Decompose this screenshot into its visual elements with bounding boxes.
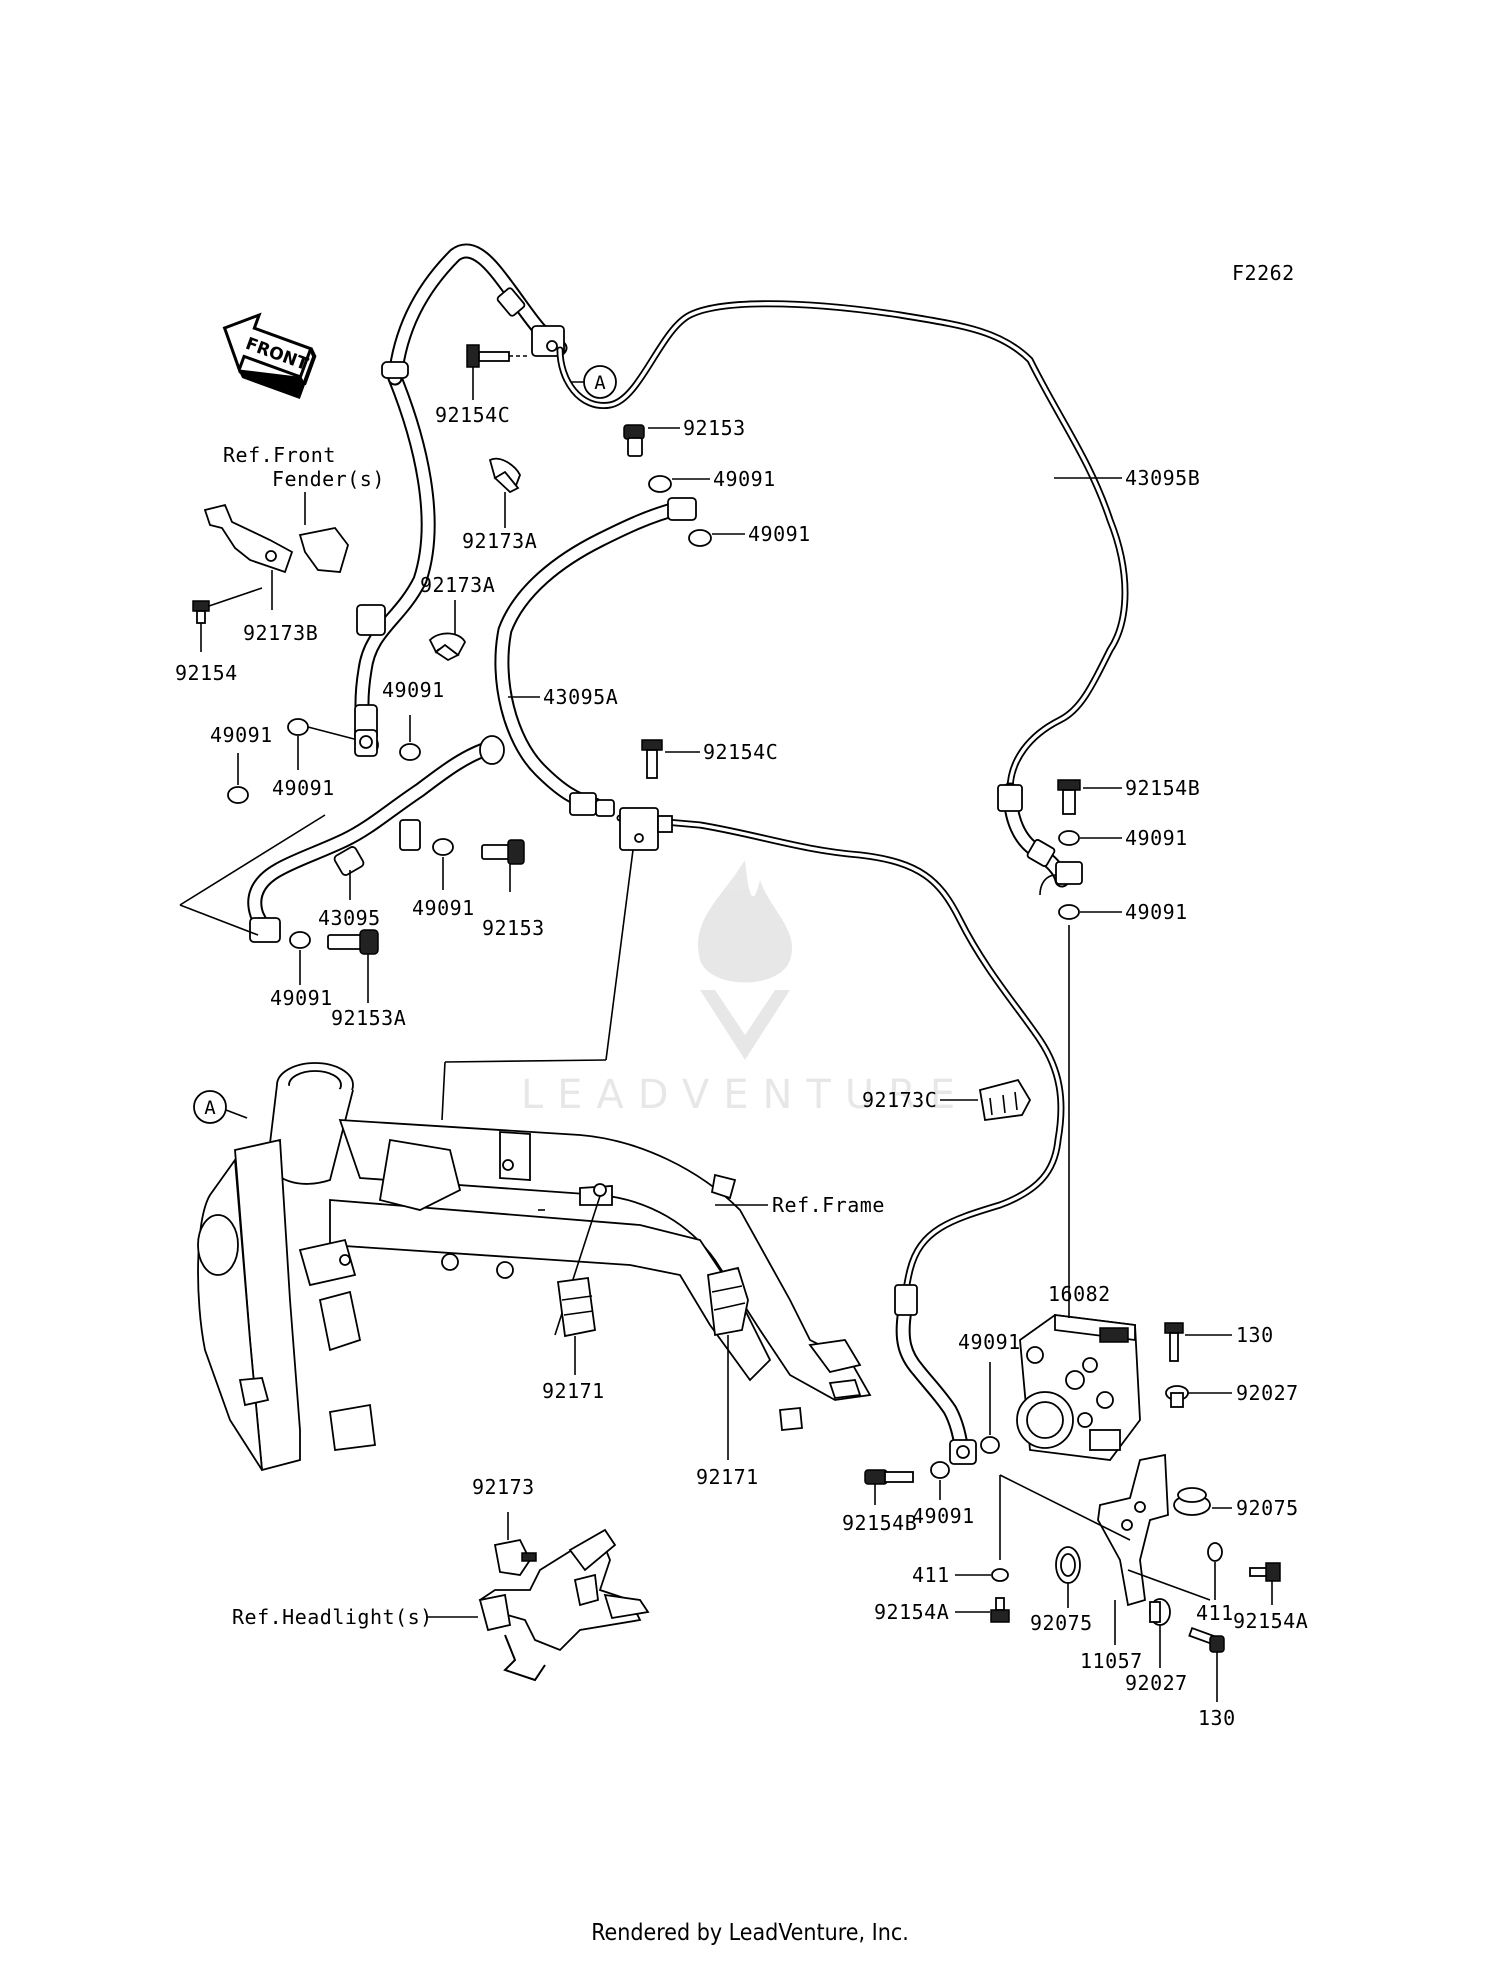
banjo-92153A (289, 929, 379, 1003)
frame-assembly (197, 1062, 872, 1472)
label-92173: 92173 (472, 1475, 535, 1499)
label-49091-b: 49091 (748, 522, 811, 546)
label-43095: 43095 (318, 906, 381, 930)
label-49091-c: 49091 (210, 723, 273, 747)
label-92154C-top: 92154C (435, 403, 510, 427)
bolt-92154B-top (1057, 779, 1122, 815)
label-49091-g: 49091 (1125, 900, 1188, 924)
headlight-bracket (478, 1512, 650, 1682)
label-43095B: 43095B (1125, 466, 1200, 490)
brake-hose-43095 (247, 735, 505, 943)
label-49091-j: 49091 (958, 1330, 1021, 1354)
washer-49091-a (648, 475, 710, 493)
brake-hose-43095A (494, 497, 697, 817)
ref-front-fender-line2: Fender(s) (272, 467, 385, 491)
ref-frame: Ref.Frame (772, 1193, 885, 1217)
washer-49091-b (688, 529, 745, 547)
label-92027-bottom: 92027 (1125, 1671, 1188, 1695)
label-411-left: 411 (912, 1563, 950, 1587)
washers-49091-left (227, 715, 421, 804)
label-92027-top: 92027 (1236, 1381, 1299, 1405)
label-92153-top: 92153 (683, 416, 746, 440)
label-92075-left: 92075 (1030, 1611, 1093, 1635)
label-92154A-right: 92154A (1233, 1609, 1308, 1633)
reference-marker-a-top-label: A (594, 372, 606, 394)
bolt-92154A-left (955, 1597, 1010, 1623)
hose-to-abs-upper (997, 782, 1083, 896)
label-92173A-1: 92173A (462, 529, 537, 553)
reference-marker-a-frame-label: A (204, 1097, 216, 1119)
label-49091-h: 49091 (412, 896, 475, 920)
ref-headlight: Ref.Headlight(s) (232, 1605, 433, 1629)
bolt-92154C-top (466, 344, 530, 400)
diagram-code: F2262 (1232, 261, 1295, 285)
label-49091-f: 49091 (1125, 826, 1188, 850)
washer-411-right (1207, 1542, 1223, 1600)
rubber-damper-92171-b (707, 1266, 749, 1460)
label-16082: 16082 (1048, 1282, 1111, 1306)
washers-49091-right (1058, 830, 1122, 1308)
abs-hydraulic-unit-16082 (1016, 1308, 1141, 1461)
label-411-right: 411 (1196, 1601, 1234, 1625)
washer-411-left (955, 1568, 1009, 1582)
label-92154: 92154 (175, 661, 238, 685)
bolt-130-top (1164, 1322, 1232, 1362)
label-92075-right: 92075 (1236, 1496, 1299, 1520)
banjo-bolt-92153-top (623, 424, 680, 457)
bolt-130-bottom (1188, 1626, 1225, 1702)
brake-pipe-43095B (556, 300, 1129, 794)
grommet-92075-right (1173, 1487, 1232, 1516)
label-92171-b: 92171 (696, 1465, 759, 1489)
label-130-top: 130 (1236, 1323, 1274, 1347)
grommet-92075-left (1055, 1546, 1081, 1608)
collar-92027-top (1165, 1385, 1232, 1408)
ref-front-fender-line1: Ref.Front (223, 443, 336, 467)
label-92173C: 92173C (862, 1088, 937, 1112)
label-49091-k: 49091 (912, 1504, 975, 1528)
banjo-92153-mid (432, 838, 525, 892)
fender-bracket-92173B (203, 492, 349, 610)
bolt-92154A-right (1249, 1562, 1281, 1605)
label-43095A: 43095A (543, 685, 618, 709)
label-49091-a: 49091 (713, 467, 776, 491)
label-92173A-2: 92173A (420, 573, 495, 597)
abs-bracket-11057 (999, 1453, 1211, 1645)
label-49091-i: 49091 (270, 986, 333, 1010)
watermark: LEADVENTURE (521, 860, 969, 1118)
label-11057: 11057 (1080, 1649, 1143, 1673)
label-92154B-bottom: 92154B (842, 1511, 917, 1535)
bolt-92154C-mid (641, 739, 700, 779)
label-92154A-left: 92154A (874, 1600, 949, 1624)
reference-marker-a-frame: A (193, 1090, 248, 1124)
bolt-92154B-bottom (864, 1469, 914, 1505)
label-92154C-mid: 92154C (703, 740, 778, 764)
footer-credit: Rendered by LeadVenture, Inc. (591, 1920, 909, 1946)
label-92173B: 92173B (243, 621, 318, 645)
washers-49091-lower (930, 1362, 1000, 1500)
guide-line-1 (179, 814, 326, 906)
label-130-bottom: 130 (1198, 1706, 1236, 1730)
label-92153A: 92153A (331, 1006, 406, 1030)
guide-line-2 (179, 904, 259, 936)
label-92171-a: 92171 (542, 1379, 605, 1403)
label-49091-e: 49091 (382, 678, 445, 702)
bolt-92154 (192, 587, 263, 652)
label-49091-d: 49091 (272, 776, 335, 800)
front-arrow-icon: FRONT (222, 312, 317, 400)
brake-pipe-junction (441, 807, 1065, 1324)
hose-to-abs-lower (894, 1284, 977, 1465)
label-92154B-top: 92154B (1125, 776, 1200, 800)
front-brake-hose (354, 243, 568, 756)
collar-92027-bottom (1149, 1598, 1171, 1668)
rubber-damper-92171-a (556, 1276, 597, 1375)
label-92153-mid: 92153 (482, 916, 545, 940)
clamp-92173A-1 (488, 457, 521, 528)
watermark-text: LEADVENTURE (521, 1072, 969, 1118)
clamp-92173A-2 (428, 600, 467, 662)
clamp-92173C (940, 1078, 1032, 1122)
